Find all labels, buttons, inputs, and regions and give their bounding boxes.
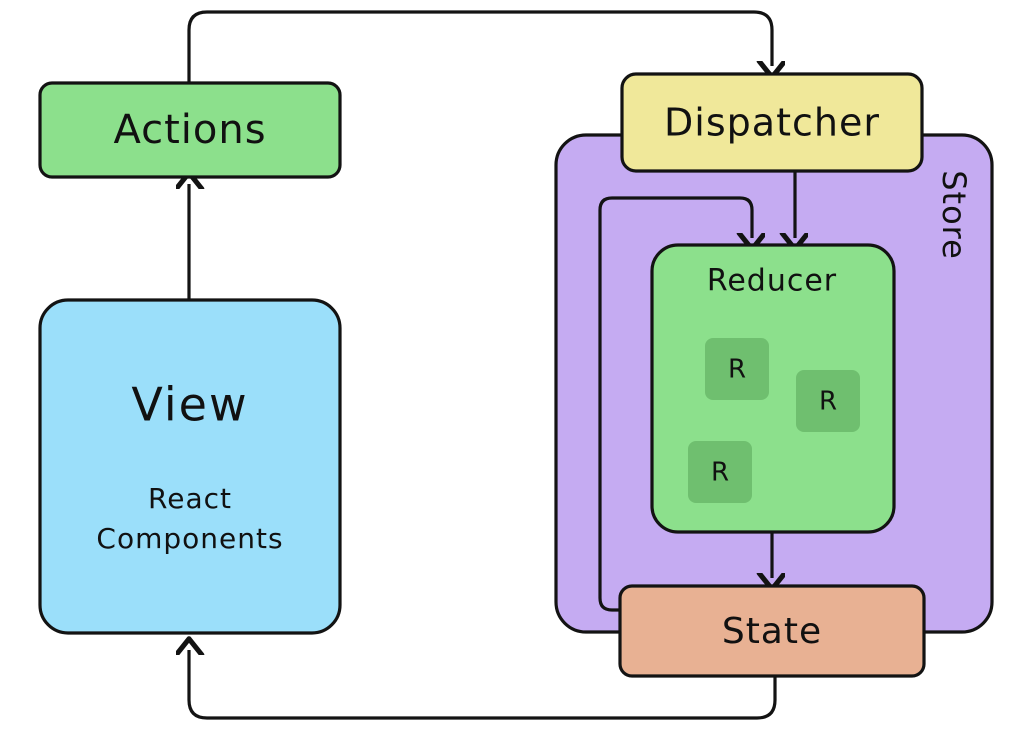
dispatcher-label: Dispatcher bbox=[664, 101, 880, 145]
reducer-item-label: R bbox=[819, 387, 837, 417]
edge-state-to-view bbox=[189, 650, 777, 720]
state-box bbox=[618, 584, 926, 678]
view-label: View bbox=[131, 378, 248, 432]
reducer-item-box bbox=[688, 441, 752, 503]
reducer-item-1[interactable]: R bbox=[705, 338, 769, 400]
view-sub-line1: React bbox=[148, 482, 232, 515]
edge-state-to-reducer bbox=[598, 196, 752, 612]
view-sub-line2: Components bbox=[96, 522, 283, 555]
node-state[interactable]: State bbox=[618, 584, 926, 678]
reducer-label: Reducer bbox=[707, 264, 837, 299]
reducer-item-label: R bbox=[711, 458, 729, 488]
node-actions[interactable]: Actions bbox=[38, 81, 342, 179]
reducer-item-2[interactable]: R bbox=[796, 370, 860, 432]
reducer-item-box bbox=[796, 370, 860, 432]
edge-actions-to-dispatcher bbox=[187, 10, 772, 84]
reducer-item-label: R bbox=[728, 355, 746, 385]
actions-label: Actions bbox=[113, 107, 266, 153]
actions-box bbox=[38, 81, 342, 179]
dispatcher-box bbox=[620, 72, 924, 173]
store-label: Store bbox=[935, 170, 973, 260]
view-box bbox=[38, 298, 342, 635]
node-view[interactable]: View React Components bbox=[38, 298, 342, 635]
reducer-item-3[interactable]: R bbox=[688, 441, 752, 503]
reducer-item-box bbox=[705, 338, 769, 400]
state-label: State bbox=[722, 611, 822, 652]
node-reducer[interactable]: Reducer R R R bbox=[650, 243, 896, 534]
node-dispatcher[interactable]: Dispatcher bbox=[620, 72, 924, 173]
